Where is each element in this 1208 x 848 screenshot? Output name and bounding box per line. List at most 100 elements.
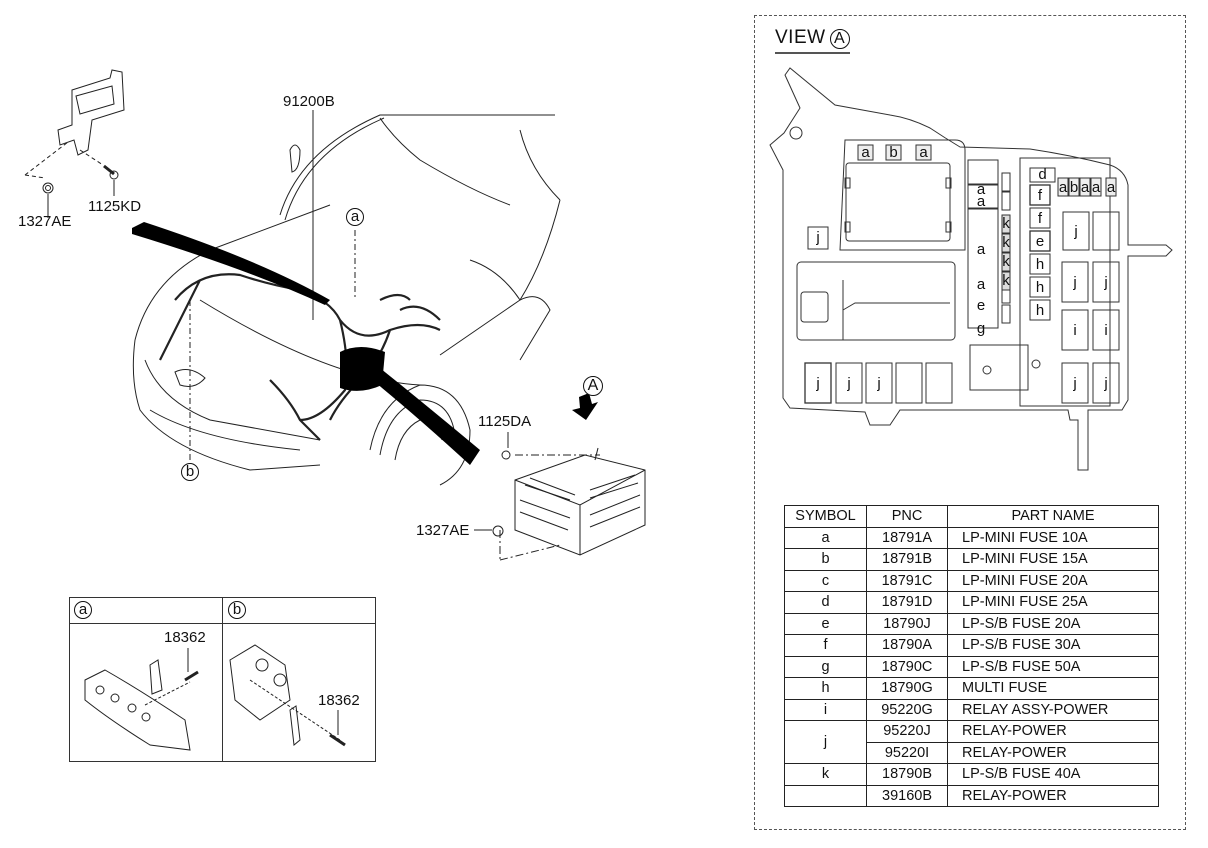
symbol-cell: b — [784, 548, 867, 571]
pnc-cell: 39160B — [866, 784, 948, 807]
part-name-cell: RELAY-POWER — [947, 784, 1159, 807]
bracket-drawing — [24, 69, 125, 179]
pnc-cell: 95220J — [866, 720, 948, 743]
view-title-text: VIEW — [775, 27, 826, 48]
detail-a-label: a — [74, 601, 92, 619]
bracket-nut-label: 1327AE — [18, 213, 72, 230]
symbol-cell: a — [784, 526, 867, 549]
relay-label: i — [1073, 322, 1077, 339]
junction-bolt-label: 1125DA — [478, 413, 532, 430]
fuse-label: e — [976, 297, 986, 314]
detail-b-part-label: 18362 — [318, 692, 360, 709]
fuse-label: a — [861, 144, 870, 161]
relay-label: j — [877, 375, 881, 392]
symbol-cell: f — [784, 634, 867, 657]
fuse-label: h — [1035, 302, 1045, 319]
detail-box-divider — [222, 598, 223, 761]
col-header-symbol: SYMBOL — [784, 505, 867, 528]
fuse-label: a — [919, 144, 928, 161]
detail-a-part-label: 18362 — [164, 629, 206, 646]
part-name-cell: LP-S/B FUSE 50A — [947, 655, 1159, 678]
fuse-label: a — [1091, 179, 1101, 196]
relay-label: j — [1073, 375, 1077, 392]
fuse-label: k — [1002, 215, 1010, 232]
relay-label: j — [1074, 223, 1078, 240]
view-arrow-icon — [572, 393, 598, 420]
symbol-cell: c — [784, 569, 867, 592]
detail-box: a b 18362 18362 — [69, 597, 376, 762]
fuse-label: k — [1002, 272, 1010, 289]
part-name-cell: LP-MINI FUSE 20A — [947, 569, 1159, 592]
fuse-label: a — [976, 276, 986, 293]
section-band-1 — [132, 222, 330, 305]
part-name-cell: LP-MINI FUSE 15A — [947, 548, 1159, 571]
junction-box-drawing — [514, 447, 646, 556]
pnc-cell: 18791C — [866, 569, 948, 592]
symbol-cell: d — [784, 591, 867, 614]
wiring-harness — [159, 273, 441, 441]
junction-nut-label: 1327AE — [416, 522, 470, 539]
part-name-cell: LP-MINI FUSE 10A — [947, 526, 1159, 549]
view-title-marker: A — [829, 29, 850, 49]
bolt-icon — [109, 170, 119, 180]
engine-room-illustration — [24, 69, 646, 751]
relay-label: j — [1073, 274, 1077, 291]
detail-marker-b: b — [181, 463, 199, 481]
detail-marker-a: a — [346, 208, 364, 226]
symbol-cell: e — [784, 612, 867, 635]
fuse-label: k — [1002, 253, 1010, 270]
part-name-cell: LP-S/B FUSE 30A — [947, 634, 1159, 657]
pnc-cell: 18790C — [866, 655, 948, 678]
fuse-label: f — [1037, 187, 1043, 204]
pnc-cell: 18791A — [866, 526, 948, 549]
relay-label: j — [847, 375, 851, 392]
pnc-cell: 18791D — [866, 591, 948, 614]
relay-box-blob — [340, 347, 385, 391]
part-name-cell: LP-MINI FUSE 25A — [947, 591, 1159, 614]
fuse-label: h — [1035, 256, 1045, 273]
fuse-label: e — [1035, 233, 1045, 250]
symbol-cell — [784, 784, 867, 807]
part-name-cell: RELAY ASSY-POWER — [947, 698, 1159, 721]
pnc-cell: 95220G — [866, 698, 948, 721]
nut-icon-junction — [492, 525, 504, 537]
pnc-cell: 18790G — [866, 677, 948, 700]
relay-label: i — [1104, 322, 1108, 339]
pnc-cell: 18790J — [866, 612, 948, 635]
symbol-cell: j — [784, 720, 867, 764]
relay-label: j — [816, 229, 820, 246]
part-name-cell: LP-S/B FUSE 20A — [947, 612, 1159, 635]
fuse-label: b — [1069, 179, 1079, 196]
fuse-label: f — [1037, 210, 1043, 227]
fuse-label: a — [1080, 179, 1090, 196]
col-header-part-name: PART NAME — [947, 505, 1159, 528]
fuse-label: a — [976, 193, 986, 210]
pnc-cell: 18790B — [866, 763, 948, 786]
part-name-cell: LP-S/B FUSE 40A — [947, 763, 1159, 786]
nut-icon — [42, 182, 54, 194]
fuse-label: a — [976, 241, 986, 258]
pnc-cell: 95220I — [866, 741, 948, 764]
symbol-cell: i — [784, 698, 867, 721]
col-header-pnc: PNC — [866, 505, 948, 528]
fuse-label: a — [976, 181, 986, 198]
fuse-label: g — [976, 320, 986, 337]
relay-label: j — [1104, 375, 1108, 392]
relay-label: j — [816, 375, 820, 392]
pnc-cell: 18790A — [866, 634, 948, 657]
fuse-label: d — [1038, 166, 1047, 183]
